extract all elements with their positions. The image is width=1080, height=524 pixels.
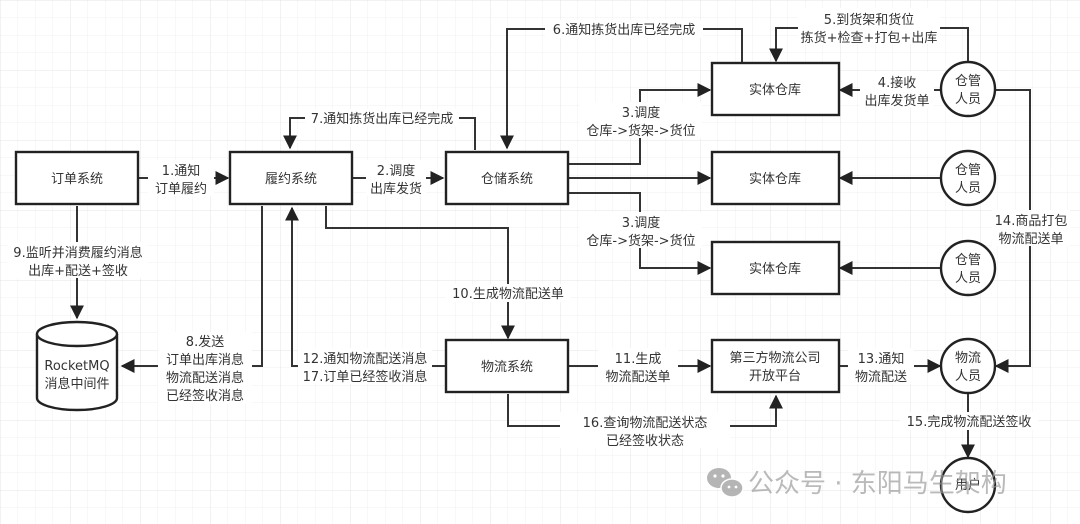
edge-10[interactable] (325, 206, 515, 340)
edge-label-17: 17.订单已经签收消息 (303, 369, 428, 385)
node-warehouse-1[interactable]: 实体仓库 (710, 61, 841, 117)
node-keeper-1-line2: 人员 (955, 92, 981, 107)
node-third-party-platform[interactable]: 第三方物流公司 开放平台 (710, 338, 841, 394)
edge-label-1-line1: 1.通知 (162, 163, 200, 179)
node-keeper-3-line2: 人员 (955, 271, 981, 286)
edge-label-12: 12.通知物流配送消息 (303, 351, 428, 367)
edge-label-5-line2: 拣货+检查+打包+出库 (801, 30, 938, 46)
node-keeper-2-line1: 仓管 (955, 163, 981, 178)
node-keeper-1-line1: 仓管 (955, 74, 981, 89)
edge-label-15: 15.完成物流配送签收 (907, 414, 1032, 430)
edge-label-3a-line1: 3.调度 (622, 105, 660, 121)
node-order-system-label: 订单系统 (51, 172, 103, 187)
edge-label-5-line1: 5.到货架和货位 (824, 12, 914, 28)
node-rocketmq-line1: RocketMQ (44, 359, 109, 374)
node-warehouse-3[interactable]: 实体仓库 (710, 240, 841, 296)
edge-labels: 1.通知 订单履约 2.调度 出库发货 3.调度 仓库->货架->货位 3.调度… (8, 8, 1070, 449)
node-keeper-3[interactable]: 仓管 人员 (939, 239, 997, 297)
edge-label-2-line2: 出库发货 (370, 181, 422, 197)
node-warehouse-3-label: 实体仓库 (749, 261, 801, 277)
edge-label-8-line2: 订单出库消息 (166, 352, 244, 368)
node-keeper-2[interactable]: 仓管 人员 (939, 149, 997, 207)
node-rocketmq-line2: 消息中间件 (44, 376, 109, 392)
node-storage-system-label: 仓储系统 (481, 172, 533, 187)
edge-label-4-line1: 4.接收 (878, 75, 916, 91)
edge-label-11-line1: 11.生成 (615, 352, 662, 367)
node-courier-line1: 物流 (955, 351, 981, 366)
node-keeper-1[interactable]: 仓管 人员 (939, 60, 997, 118)
edge-label-8-line1: 8.发送 (186, 334, 224, 350)
node-third-party-line2: 开放平台 (749, 369, 801, 384)
node-user-label: 用户 (955, 477, 981, 493)
node-keeper-2-line2: 人员 (955, 181, 981, 196)
edge-label-8-line4: 已经签收消息 (166, 388, 244, 404)
node-storage-system[interactable]: 仓储系统 (444, 150, 570, 206)
edge-label-2-line1: 2.调度 (377, 163, 415, 179)
node-keeper-3-line1: 仓管 (955, 253, 981, 268)
node-third-party-line1: 第三方物流公司 (729, 350, 820, 366)
node-warehouse-2[interactable]: 实体仓库 (710, 150, 841, 206)
edge-label-3b-line1: 3.调度 (622, 215, 660, 231)
edge-label-16-line2: 已经签收状态 (606, 433, 684, 449)
edge-label-14-line1: 14.商品打包 (995, 214, 1068, 229)
edge-label-3a-line2: 仓库->货架->货位 (586, 123, 695, 139)
edge-label-13-line1: 13.通知 (858, 351, 905, 367)
edge-label-11-line2: 物流配送单 (605, 370, 670, 385)
node-warehouse-2-label: 实体仓库 (749, 171, 801, 187)
edge-label-7: 7.通知拣货出库已经完成 (311, 111, 453, 127)
node-courier-line2: 人员 (955, 369, 981, 384)
node-user[interactable]: 用户 (939, 456, 997, 514)
edge-label-3b-line2: 仓库->货架->货位 (586, 233, 695, 249)
node-logistics-system[interactable]: 物流系统 (444, 338, 570, 394)
edge-label-1-line2: 订单履约 (155, 182, 207, 197)
node-warehouse-1-label: 实体仓库 (749, 82, 801, 98)
edge-label-6: 6.通知拣货出库已经完成 (553, 22, 695, 38)
node-order-system[interactable]: 订单系统 (14, 150, 140, 206)
node-courier[interactable]: 物流 人员 (939, 337, 997, 395)
edge-label-13-line2: 物流配送 (855, 370, 907, 385)
edge-label-9-line2: 出库+配送+签收 (28, 263, 128, 279)
edge-label-4-line2: 出库发货单 (864, 93, 929, 109)
edge-label-10: 10.生成物流配送单 (452, 287, 564, 302)
watermark-text: 公众号 · 东阳马生架构 (748, 469, 1007, 499)
watermark: 公众号 · 东阳马生架构 (707, 468, 1007, 499)
edge-label-9-line1: 9.监听并消费履约消息 (13, 245, 142, 261)
wechat-icon (707, 468, 744, 498)
node-logistics-system-label: 物流系统 (481, 360, 533, 375)
edge-label-14-line2: 物流配送单 (998, 232, 1063, 247)
edge-label-8-line3: 物流配送消息 (166, 370, 244, 386)
node-fulfillment-system-label: 履约系统 (265, 172, 317, 187)
edge-label-16-line1: 16.查询物流配送状态 (583, 416, 708, 431)
node-fulfillment-system[interactable]: 履约系统 (228, 150, 354, 206)
node-rocketmq[interactable]: RocketMQ 消息中间件 (35, 320, 119, 412)
